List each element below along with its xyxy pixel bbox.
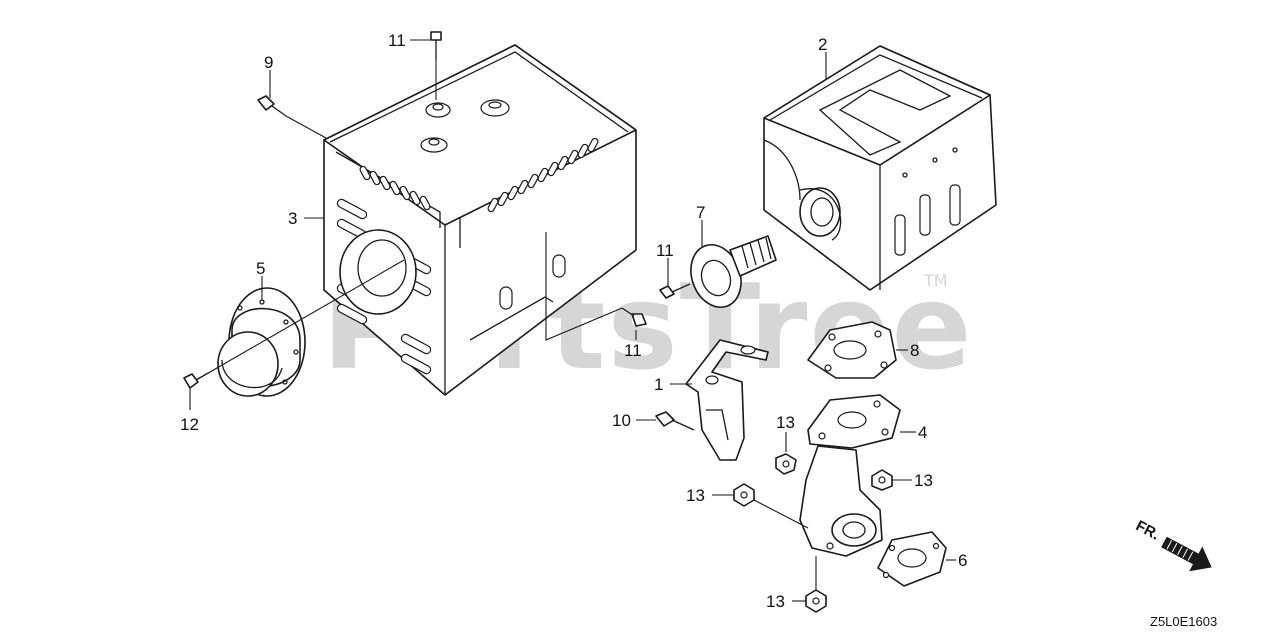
callout-3: 3	[288, 209, 297, 228]
callout-11-top: 11	[388, 31, 406, 50]
callout-6: 6	[958, 551, 967, 570]
nut-13-d[interactable]	[805, 589, 827, 613]
muffler[interactable]	[763, 45, 997, 291]
muffler-protector[interactable]	[323, 44, 637, 396]
screw-11-left[interactable]	[621, 307, 647, 327]
callout-5: 5	[256, 259, 265, 278]
screw-11-mid[interactable]	[659, 283, 691, 299]
muffler-gasket[interactable]	[807, 321, 897, 379]
nut-13-c[interactable]	[733, 483, 755, 507]
muffler-stay[interactable]	[685, 339, 769, 461]
watermark-trademark: TM	[923, 271, 948, 290]
callout-13-b: 13	[914, 471, 933, 490]
arrow-icon	[1161, 536, 1212, 572]
callout-1: 1	[654, 375, 663, 394]
callout-13-a: 13	[776, 413, 795, 432]
screw-11-top[interactable]	[430, 31, 442, 60]
callout-11-left: 11	[624, 341, 642, 360]
front-label: FR.	[1133, 517, 1162, 543]
callout-13-d: 13	[766, 592, 785, 611]
leader-lines	[189, 39, 956, 602]
callout-labels: 11 9 2 3 7 11 5 11 8 1 12 10 13 4 13 13 …	[180, 31, 967, 611]
exhaust-gasket[interactable]	[877, 531, 947, 587]
callout-12: 12	[180, 415, 199, 434]
callout-8: 8	[910, 341, 919, 360]
callout-4: 4	[918, 423, 927, 442]
exhaust-pipe[interactable]	[799, 394, 901, 557]
callout-9: 9	[264, 53, 273, 72]
bolt-10[interactable]	[655, 411, 695, 431]
screw-12[interactable]	[183, 371, 211, 389]
callout-11-mid: 11	[656, 241, 674, 260]
bolt-9[interactable]	[257, 95, 287, 117]
callout-7: 7	[696, 203, 705, 222]
nut-13-b[interactable]	[871, 469, 893, 491]
nut-13-a[interactable]	[775, 453, 797, 475]
diagram-code: Z5L0E1603	[1150, 614, 1217, 629]
spark-arrester[interactable]	[683, 235, 777, 314]
exhaust-outlet-cover[interactable]	[217, 287, 306, 397]
callout-13-c: 13	[686, 486, 705, 505]
callout-2: 2	[818, 35, 827, 54]
front-direction-arrow: FR.	[1133, 517, 1212, 572]
callout-10: 10	[612, 411, 631, 430]
